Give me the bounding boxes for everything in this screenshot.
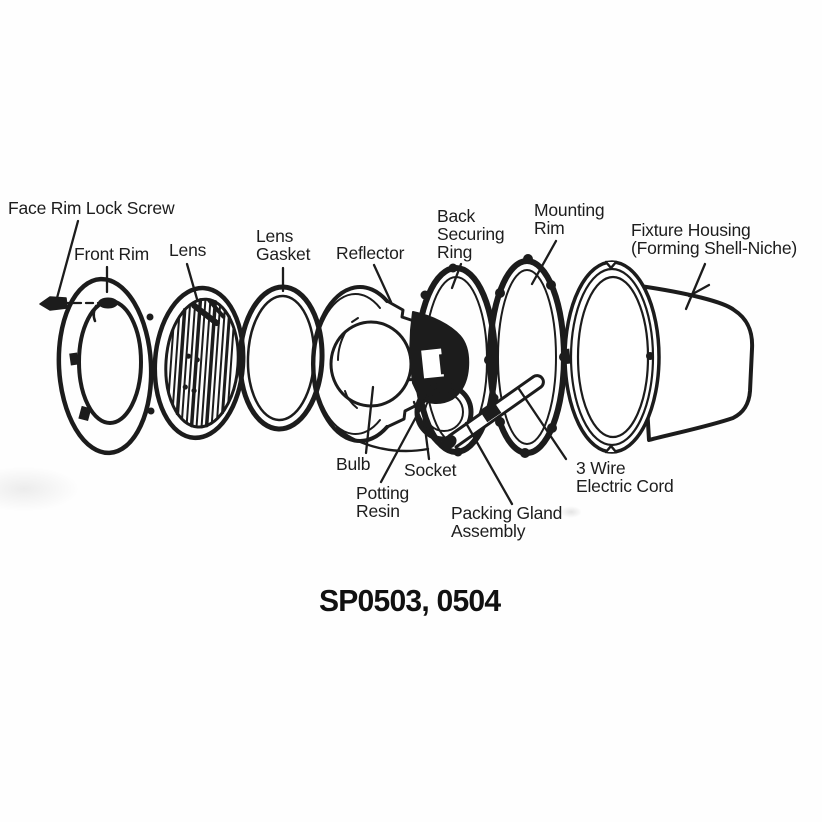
bulb-leader [364,385,375,455]
cord-tube-drawing [441,374,545,450]
label-potting-resin: Potting Resin [356,483,410,522]
wire-arc [335,426,430,453]
label-lens-gasket: Lens Gasket [256,226,311,265]
mounting-rim-leader [530,239,558,286]
label-packing-gland-assembly: Packing Gland Assembly [451,503,563,542]
label-bulb: Bulb [336,454,371,474]
label-mounting-rim: Mounting Rim [534,200,605,239]
label-front-rim: Front Rim [74,244,150,264]
label-lens: Lens [169,240,207,260]
back-securing-ring-leader [450,262,463,290]
label-face-rim-lock-screw: Face Rim Lock Screw [8,198,175,218]
front-rim-drawing [56,276,155,456]
potting-resin-leader [379,391,431,484]
model-number-title: SP0503, 0504 [319,583,501,618]
face-rim-lock-screw-leader [55,219,80,300]
label-reflector: Reflector [336,243,405,263]
label-socket: Socket [404,460,457,480]
label-back-securing-ring: Back Securing Ring [437,206,505,263]
label-3-wire-electric-cord: 3 Wire Electric Cord [576,458,674,497]
packing-gland-leader [464,421,514,506]
label-fixture-housing: Fixture Housing (Forming Shell-Niche) [631,220,797,259]
fixture-housing-drawing [562,260,755,454]
electric-cord-leader [517,387,568,461]
fixture-housing-leader-tick [687,283,711,298]
leader-lines [55,219,711,506]
lens-leader [185,262,199,301]
fixture-housing-leader [684,262,707,311]
lens-drawing [152,285,246,441]
reflector-leader [372,263,393,304]
